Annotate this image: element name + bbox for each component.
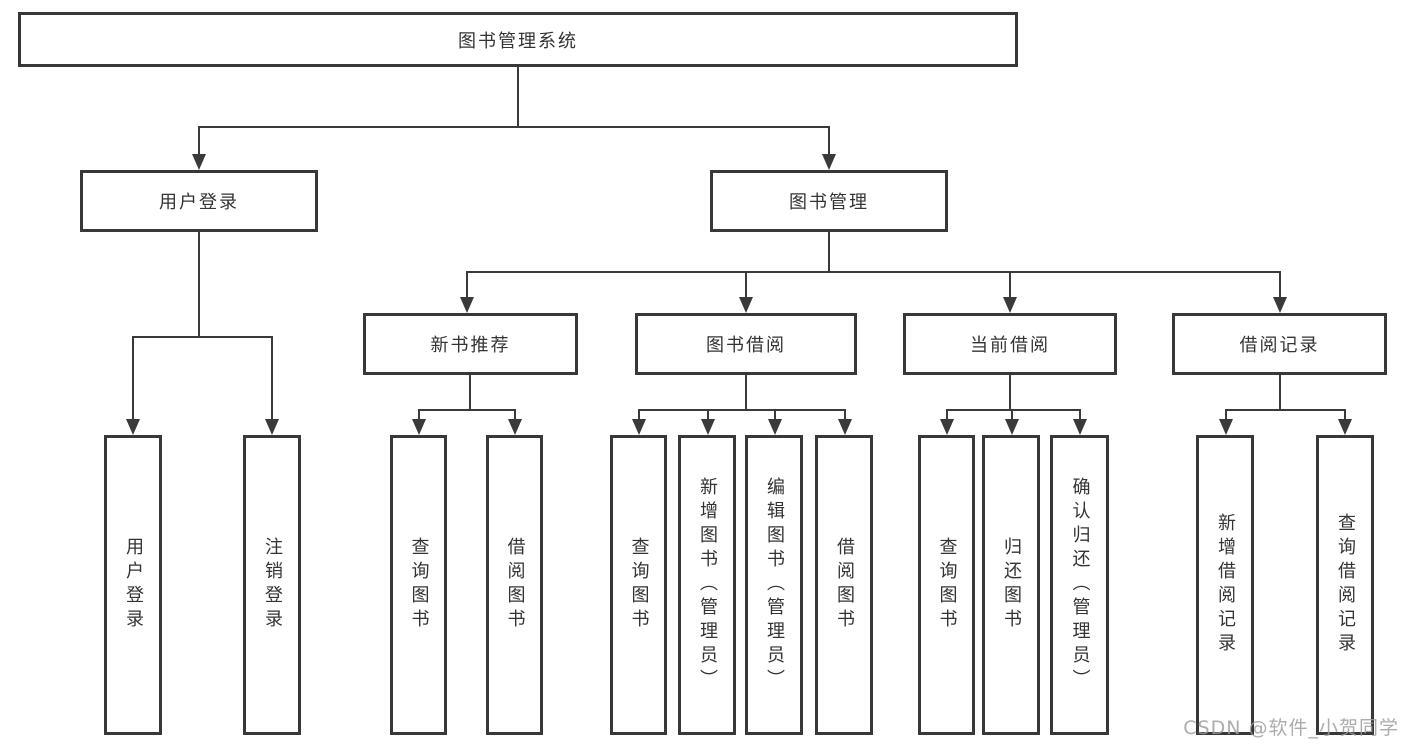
node-leaf-user-login: 用户登录 xyxy=(104,435,162,735)
node-cb-query-book: 查询图书 xyxy=(918,435,975,735)
node-bb-query-book: 查询图书 xyxy=(610,435,667,735)
node-bb-edit-book-label: 编辑图书（管理员） xyxy=(764,477,785,693)
connector-drop-bb-borrow xyxy=(844,409,846,421)
connector-user-login-rail xyxy=(132,336,272,338)
node-book-mgmt-label: 图书管理 xyxy=(789,192,869,213)
arrow-down-icon xyxy=(1338,419,1352,435)
arrow-down-icon xyxy=(838,419,852,435)
connector-drop-rec-borrow xyxy=(514,409,516,421)
node-bb-borrow-book: 借阅图书 xyxy=(815,435,873,735)
node-rec-query-book: 查询图书 xyxy=(390,435,447,735)
arrow-down-icon xyxy=(940,419,954,435)
node-new-book-rec: 新书推荐 xyxy=(363,313,578,375)
node-book-borrow: 图书借阅 xyxy=(635,313,857,375)
arrow-down-icon xyxy=(460,297,474,313)
connector-drop-book-mgmt xyxy=(828,126,830,156)
node-bb-query-book-label: 查询图书 xyxy=(628,537,650,633)
node-bb-edit-book: 编辑图书（管理员） xyxy=(745,435,803,735)
connector-drop-cb-confirm xyxy=(1079,409,1081,421)
node-cb-confirm-return: 确认归还（管理员） xyxy=(1050,435,1109,735)
node-rec-borrow-book: 借阅图书 xyxy=(486,435,543,735)
connector-borrow-records-rail xyxy=(1225,409,1345,411)
connector-drop-current-borrow xyxy=(1009,271,1011,299)
arrow-down-icon xyxy=(265,419,279,435)
connector-drop-bb-edit xyxy=(774,409,776,421)
node-cb-return-book: 归还图书 xyxy=(982,435,1040,735)
node-cb-return-book-label: 归还图书 xyxy=(1001,537,1022,633)
node-root: 图书管理系统 xyxy=(18,12,1018,67)
arrow-down-icon xyxy=(412,419,426,435)
arrow-down-icon xyxy=(822,154,836,170)
node-root-label: 图书管理系统 xyxy=(458,30,578,52)
node-br-add-record-label: 新增借阅记录 xyxy=(1215,513,1236,657)
connector-drop-cb-return xyxy=(1011,409,1013,421)
connector-new-book-rec-stub xyxy=(469,375,471,410)
node-leaf-logout-label: 注销登录 xyxy=(262,537,283,633)
node-br-query-record-label: 查询借阅记录 xyxy=(1335,513,1356,657)
connector-drop-bb-add xyxy=(707,409,709,421)
node-leaf-logout: 注销登录 xyxy=(243,435,301,735)
arrow-down-icon xyxy=(1273,297,1287,313)
arrow-down-icon xyxy=(632,419,646,435)
connector-drop-book-borrow xyxy=(745,271,747,299)
node-rec-borrow-book-label: 借阅图书 xyxy=(504,537,526,633)
connector-new-book-rec-rail xyxy=(418,409,516,411)
connector-drop-borrow-records xyxy=(1279,271,1281,299)
node-borrow-records-label: 借阅记录 xyxy=(1239,335,1320,356)
node-br-query-record: 查询借阅记录 xyxy=(1316,435,1374,735)
arrow-down-icon xyxy=(701,419,715,435)
connector-current-borrow-rail xyxy=(946,409,1080,411)
node-br-add-record: 新增借阅记录 xyxy=(1196,435,1254,735)
arrow-down-icon xyxy=(192,154,206,170)
node-leaf-user-login-label: 用户登录 xyxy=(123,537,144,633)
arrow-down-icon xyxy=(1003,297,1017,313)
node-current-borrow-label: 当前借阅 xyxy=(970,335,1050,356)
arrow-down-icon xyxy=(768,419,782,435)
node-rec-query-book-label: 查询图书 xyxy=(408,537,430,633)
arrow-down-icon xyxy=(508,419,522,435)
node-new-book-rec-label: 新书推荐 xyxy=(430,335,511,356)
arrow-down-icon xyxy=(739,297,753,313)
node-current-borrow: 当前借阅 xyxy=(903,313,1117,375)
connector-book-borrow-rail xyxy=(638,409,845,411)
csdn-watermark: CSDN @软件_小贺同学 xyxy=(1183,717,1399,739)
node-bb-add-book-label: 新增图书（管理员） xyxy=(697,477,718,693)
connector-drop-rec-query xyxy=(418,409,420,421)
connector-borrow-records-stub xyxy=(1279,375,1281,410)
arrow-down-icon xyxy=(126,419,140,435)
node-cb-confirm-return-label: 确认归还（管理员） xyxy=(1069,477,1091,693)
connector-drop-br-query xyxy=(1344,409,1346,421)
connector-drop-br-add xyxy=(1225,409,1227,421)
connector-level3-rail xyxy=(466,271,1281,273)
connector-drop-bb-query xyxy=(638,409,640,421)
connector-drop-leaf-user-login xyxy=(132,336,134,420)
connector-drop-leaf-logout xyxy=(271,336,273,420)
connector-drop-new-book-rec xyxy=(466,271,468,299)
node-borrow-records: 借阅记录 xyxy=(1172,313,1387,375)
connector-drop-cb-query xyxy=(946,409,948,421)
connector-root-stub xyxy=(517,67,519,127)
node-book-mgmt: 图书管理 xyxy=(710,170,948,232)
arrow-down-icon xyxy=(1219,419,1233,435)
arrow-down-icon xyxy=(1005,419,1019,435)
arrow-down-icon xyxy=(1073,419,1087,435)
node-bb-add-book: 新增图书（管理员） xyxy=(678,435,736,735)
node-book-borrow-label: 图书借阅 xyxy=(706,335,786,356)
node-user-login-label: 用户登录 xyxy=(159,192,239,213)
connector-user-login-stub xyxy=(198,232,200,337)
connector-book-borrow-stub xyxy=(745,375,747,410)
node-user-login: 用户登录 xyxy=(80,170,318,232)
connector-current-borrow-stub xyxy=(1009,375,1011,410)
connector-book-mgmt-stub xyxy=(828,232,830,272)
node-bb-borrow-book-label: 借阅图书 xyxy=(834,537,855,633)
connector-drop-user-login xyxy=(198,126,200,156)
node-cb-query-book-label: 查询图书 xyxy=(936,537,958,633)
connector-level1-rail xyxy=(198,126,830,128)
